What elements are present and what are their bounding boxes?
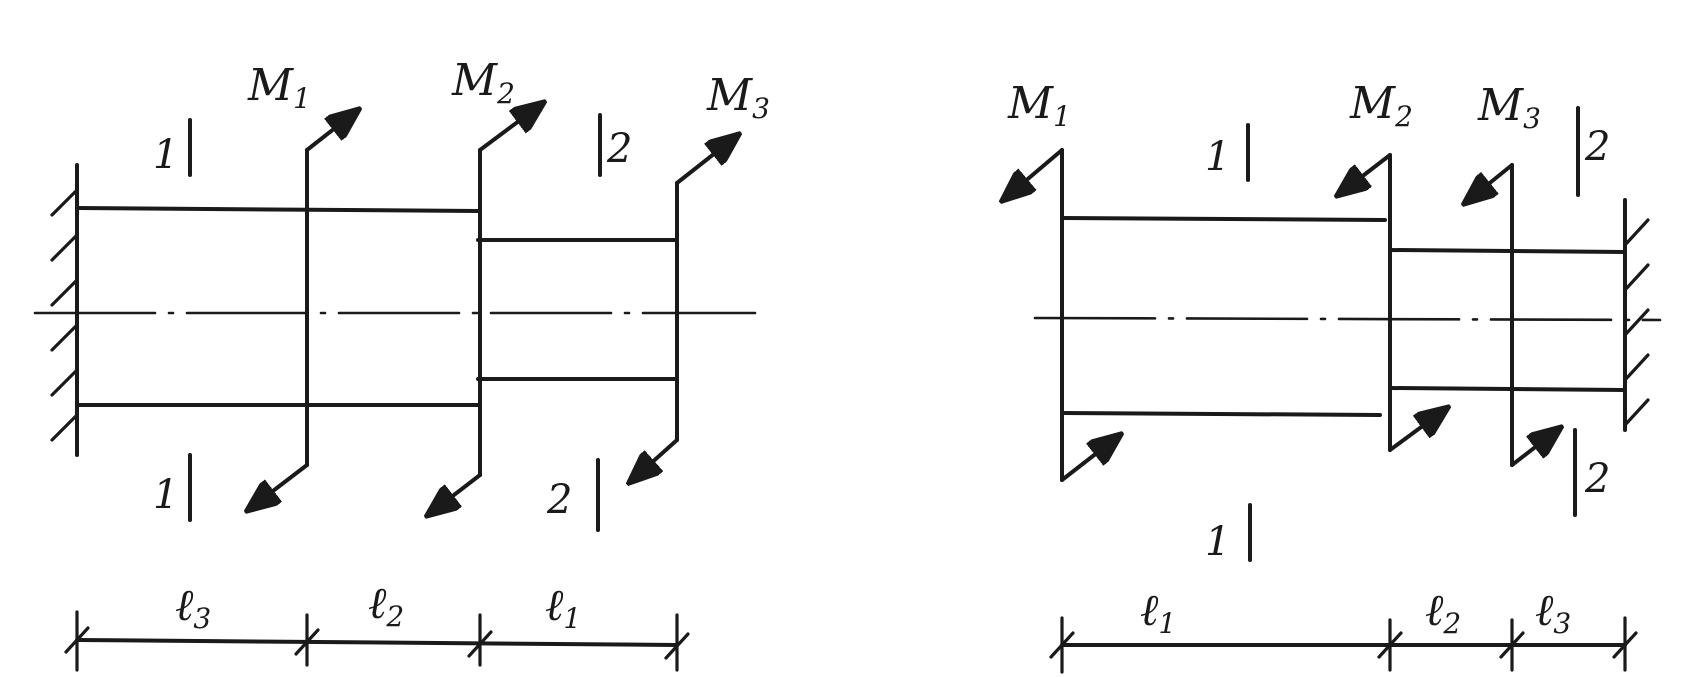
right-length-l2-label: ℓ2 bbox=[1425, 585, 1461, 640]
left-section-2-2: 2 2 bbox=[546, 113, 632, 532]
right-fixed-support bbox=[1623, 198, 1650, 432]
left-section-1-top-label: 1 bbox=[153, 132, 178, 178]
left-shaft-outline bbox=[75, 206, 679, 407]
left-m2-arrow-top bbox=[478, 103, 543, 152]
left-m3-arrow-top bbox=[675, 135, 738, 185]
left-section-2-bottom-label: 2 bbox=[546, 477, 572, 523]
left-m2-arrow-bottom bbox=[428, 473, 482, 515]
left-shaft-seg1-top bbox=[75, 206, 480, 213]
right-section-2-bottom-label: 2 bbox=[1584, 456, 1610, 502]
left-length-l2-label: ℓ2 bbox=[368, 578, 404, 633]
left-section-1-1: 1 1 bbox=[153, 118, 192, 522]
left-length-l3-label: ℓ3 bbox=[175, 580, 211, 635]
right-m2-arrow-bottom bbox=[1388, 408, 1447, 452]
left-m3-arrow-bottom bbox=[630, 438, 679, 482]
left-m3-label: M3 bbox=[706, 70, 770, 125]
right-shaft-seg1-bottom bbox=[1060, 411, 1382, 417]
right-diagram: M1 M2 M3 1 1 2 2 ℓ1 ℓ2 bbox=[1003, 78, 1662, 674]
right-section-1-1: 1 1 bbox=[1205, 123, 1252, 565]
right-section-1-bottom-label: 1 bbox=[1205, 519, 1230, 565]
right-section-2-2: 2 2 bbox=[1573, 106, 1610, 517]
left-section-1-bottom-label: 1 bbox=[153, 472, 178, 518]
right-dimension-line bbox=[1049, 616, 1638, 674]
right-section-2-top-label: 2 bbox=[1584, 124, 1610, 170]
right-shaft-seg1-top bbox=[1060, 216, 1387, 222]
left-m1-arrow-top bbox=[305, 110, 358, 152]
left-dimension-line bbox=[64, 610, 690, 672]
left-m2-label: M2 bbox=[451, 55, 515, 110]
right-moment-arrows bbox=[1003, 148, 1560, 482]
left-m1-arrow-bottom bbox=[248, 463, 309, 510]
left-diagram: M1 M2 M3 1 1 2 2 ℓ3 ℓ2 bbox=[33, 55, 770, 672]
right-length-l3-label: ℓ3 bbox=[1535, 585, 1571, 640]
left-wall-hatching bbox=[50, 188, 79, 442]
right-m2-label: M2 bbox=[1349, 78, 1413, 133]
right-length-l1-label: ℓ1 bbox=[1140, 585, 1176, 640]
right-m3-label: M3 bbox=[1477, 80, 1541, 135]
left-section-2-top-label: 2 bbox=[606, 126, 632, 172]
right-m1-arrow-top bbox=[1003, 148, 1064, 200]
right-m1-label: M1 bbox=[1007, 78, 1071, 133]
right-m2-arrow-top bbox=[1338, 153, 1392, 195]
right-shaft-seg2-bottom bbox=[1388, 386, 1627, 392]
left-m1-label: M1 bbox=[247, 60, 311, 115]
right-m3-arrow-top bbox=[1465, 163, 1514, 203]
left-length-l1-label: ℓ1 bbox=[545, 580, 581, 635]
right-axis-centerline bbox=[1033, 316, 1662, 322]
right-m1-arrow-bottom bbox=[1060, 435, 1120, 482]
right-m3-arrow-bottom bbox=[1510, 428, 1560, 467]
left-fixed-support bbox=[50, 163, 79, 457]
right-wall-hatching bbox=[1623, 218, 1650, 427]
right-shaft-outline bbox=[1060, 216, 1627, 417]
right-shaft-seg2-top bbox=[1388, 248, 1627, 254]
left-moment-arrows bbox=[248, 103, 738, 515]
right-section-1-top-label: 1 bbox=[1205, 134, 1230, 180]
